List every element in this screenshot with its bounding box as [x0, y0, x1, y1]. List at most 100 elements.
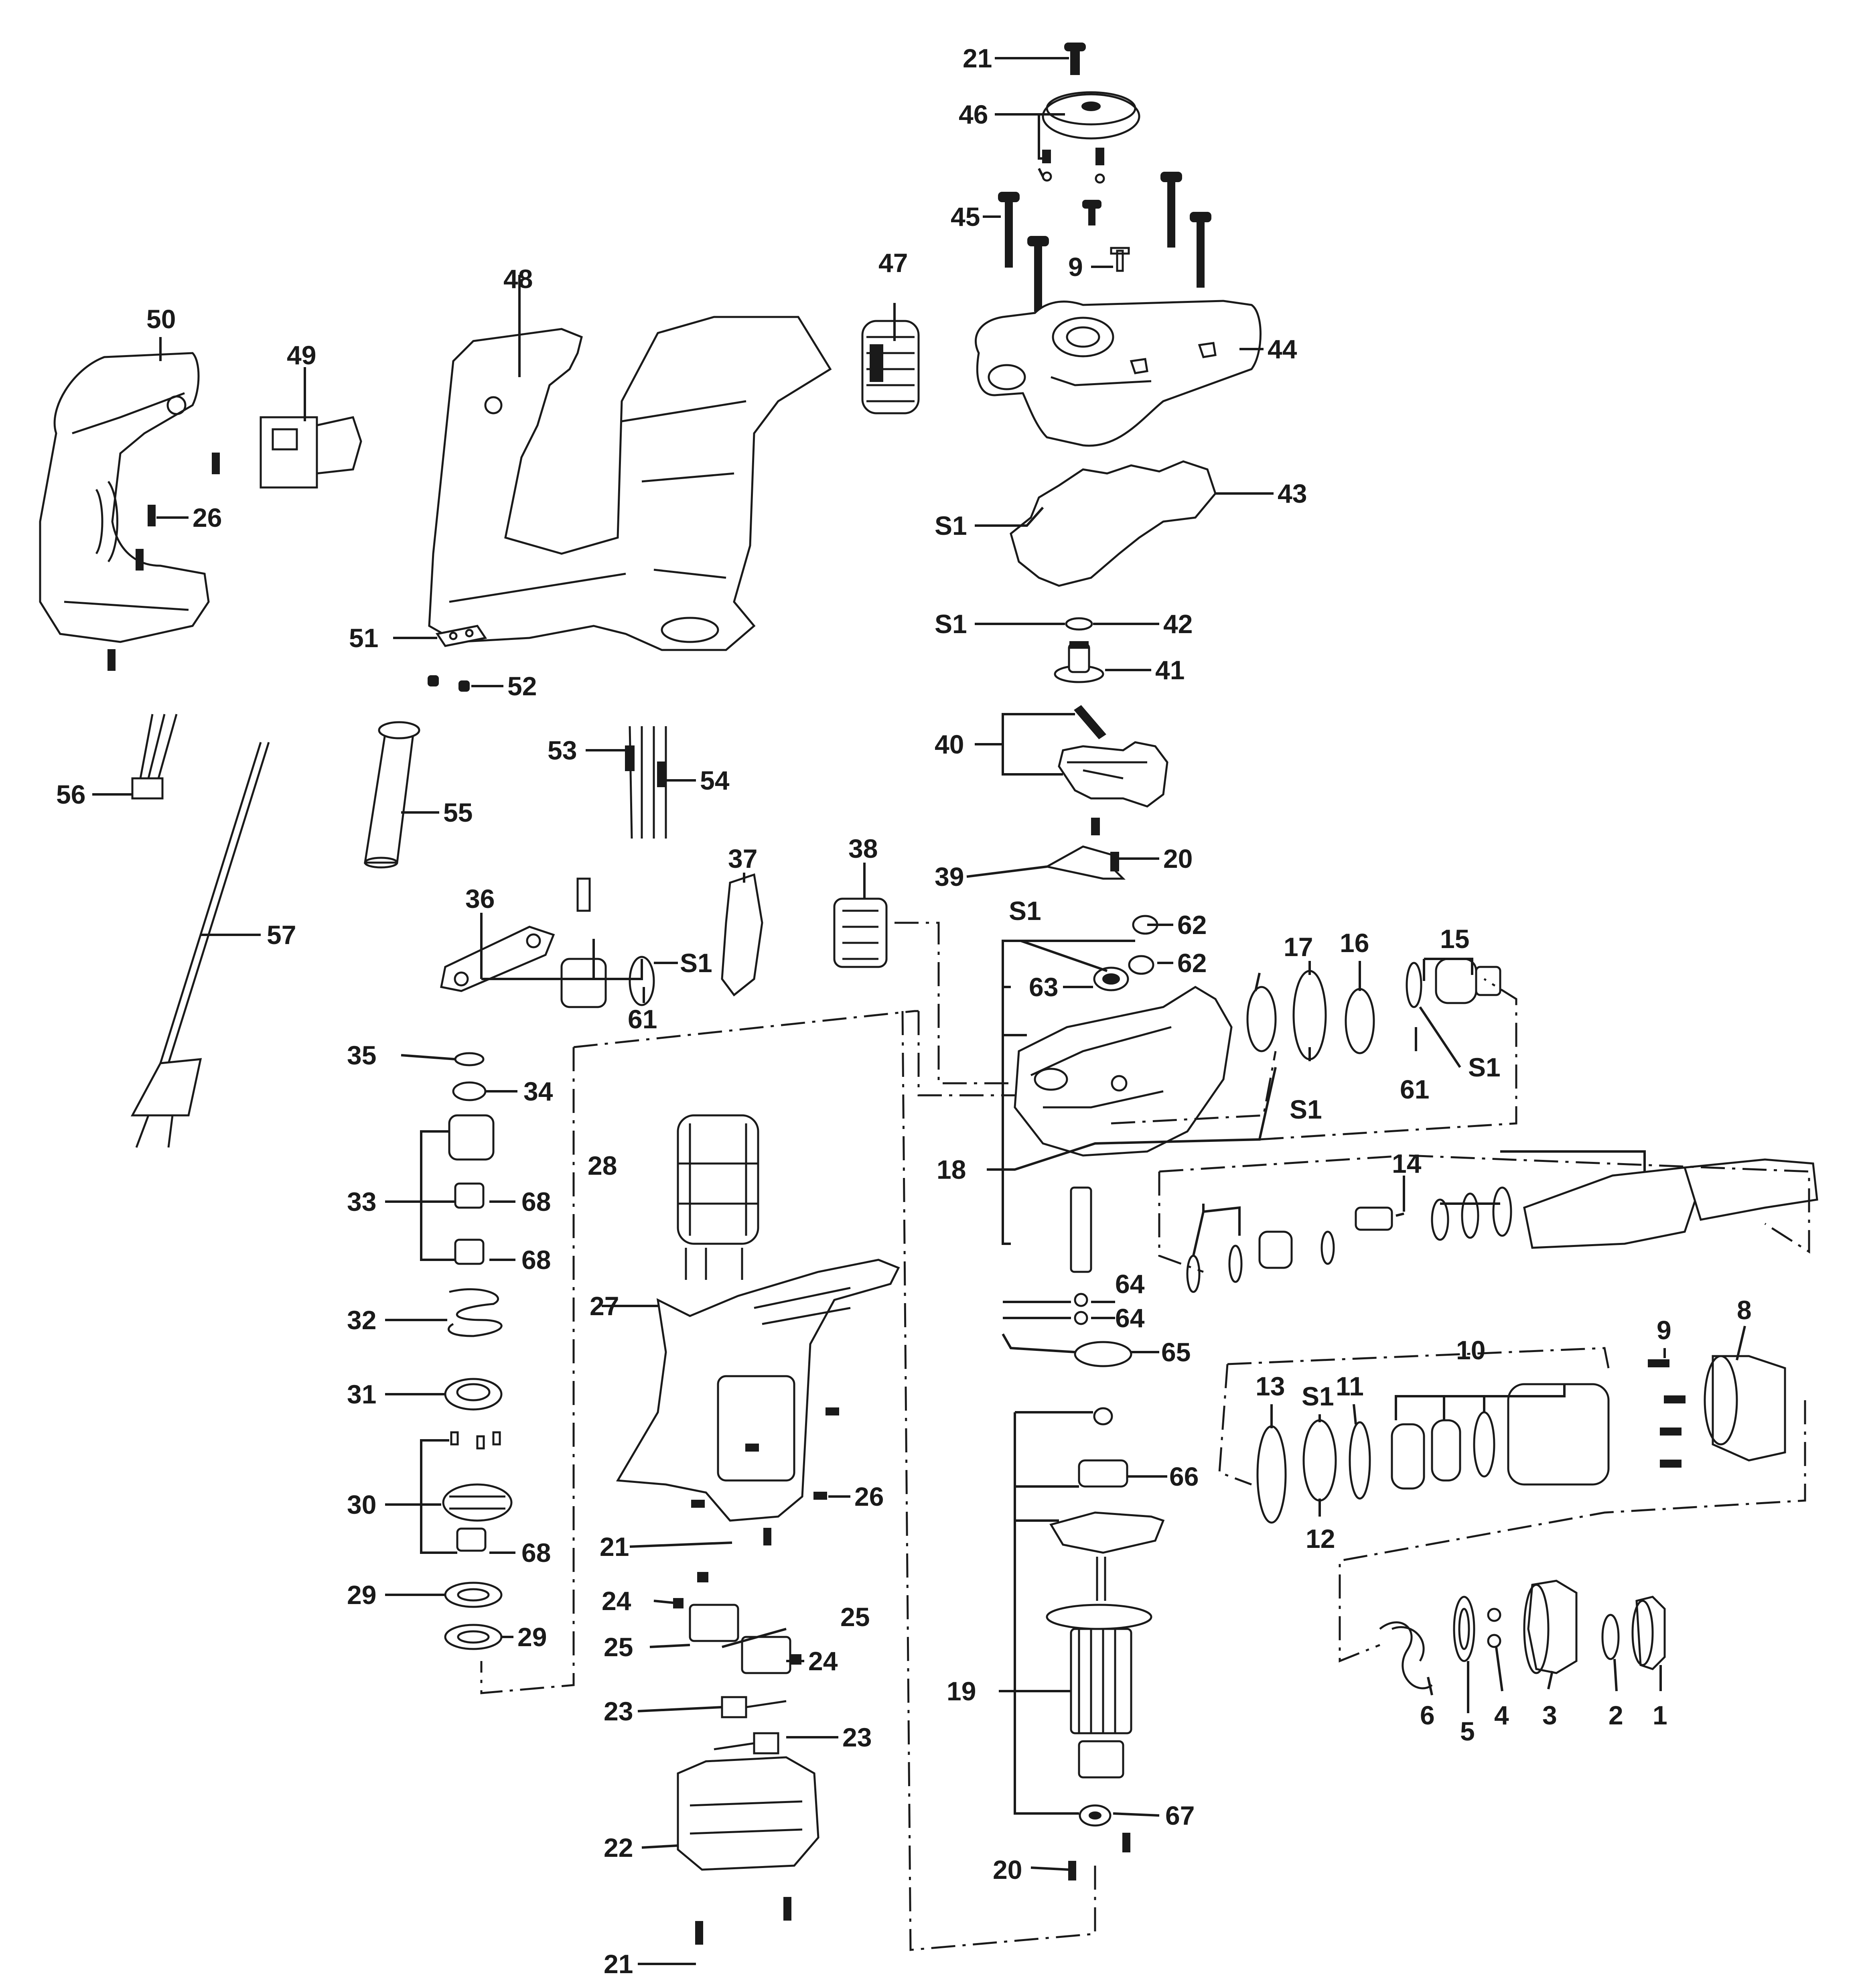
part-18-gear-housing [1014, 986, 1233, 1157]
part-9-screw-top [1110, 247, 1130, 272]
part-21-top-screw [1064, 43, 1086, 75]
part-32-spring [448, 1288, 503, 1337]
label-25: 25 [840, 1602, 870, 1632]
part-38-coupling [833, 898, 888, 968]
part-13-12-11-rings [1256, 1419, 1371, 1524]
leader-lines [92, 57, 1746, 1965]
label-26: 26 [854, 1482, 884, 1511]
label-11: 11 [1336, 1371, 1364, 1401]
part-3-collar [1523, 1580, 1578, 1674]
part-26-screws-top [108, 453, 220, 671]
part-29-washers [444, 1582, 503, 1650]
label-13: 13 [1256, 1371, 1285, 1401]
part-4-balls [1487, 1608, 1501, 1648]
label-18: 18 [937, 1155, 966, 1184]
label-34: 34 [523, 1076, 553, 1106]
label-21: 21 [963, 43, 992, 73]
part-48-housing [428, 316, 832, 651]
label-63: 63 [1029, 972, 1058, 1002]
label-19: 19 [947, 1676, 976, 1706]
part-20-bottom-screws [1068, 1833, 1130, 1880]
part-21-mid-screw [763, 1528, 771, 1545]
part-37-gasket [721, 873, 763, 997]
label-29: 29 [517, 1622, 547, 1652]
part-30-gear [442, 1431, 513, 1552]
label-50: 50 [146, 304, 176, 334]
part-46-cap [1042, 91, 1140, 140]
label-29: 29 [347, 1580, 376, 1610]
part-27-motor-housing [616, 1259, 900, 1522]
group-boundaries [480, 922, 1810, 1951]
part-67-bearing [1079, 1804, 1112, 1827]
label-4: 4 [1494, 1700, 1509, 1730]
part-39-plate [1044, 818, 1126, 880]
label-54: 54 [700, 766, 730, 795]
part-24-screws [673, 1572, 801, 1665]
part-63-bearing [1093, 967, 1129, 991]
label-36: 36 [465, 884, 495, 914]
part-5-washer [1453, 1596, 1475, 1662]
label-41: 41 [1155, 655, 1185, 685]
label-9: 9 [1657, 1315, 1671, 1345]
label-67: 67 [1165, 1801, 1195, 1830]
label-s1: S1 [935, 511, 967, 540]
label-55: 55 [443, 798, 473, 827]
label-25: 25 [604, 1632, 633, 1662]
label-16: 16 [1340, 928, 1369, 958]
label-17: 17 [1284, 932, 1313, 962]
part-57-cord [130, 742, 270, 1148]
label-57: 57 [267, 920, 296, 950]
part-19-armature [1046, 1557, 1152, 1779]
label-24: 24 [602, 1586, 631, 1616]
label-53: 53 [548, 735, 577, 765]
label-51: 51 [349, 623, 378, 653]
label-65: 65 [1161, 1337, 1191, 1367]
label-27: 27 [590, 1291, 619, 1321]
part-61-ring-left [629, 956, 655, 1006]
part-31-bearing [444, 1378, 503, 1411]
label-49: 49 [287, 340, 316, 370]
part-55-sleeve [364, 721, 420, 869]
label-45: 45 [951, 202, 980, 231]
part-6-spring [1379, 1621, 1433, 1689]
part-45-screws [998, 172, 1211, 312]
part-66-bearing-set [1049, 1407, 1165, 1554]
label-24: 24 [808, 1646, 838, 1676]
part-shapes [39, 43, 1818, 1945]
part-1-cap [1631, 1596, 1666, 1670]
label-46: 46 [959, 100, 988, 129]
part-35-clip [454, 1052, 485, 1066]
label-61: 61 [628, 1004, 657, 1034]
label-s1: S1 [1009, 896, 1041, 926]
label-6: 6 [1420, 1700, 1435, 1730]
label-68: 68 [521, 1245, 551, 1275]
label-44: 44 [1268, 334, 1297, 364]
part-49-switch [260, 416, 362, 489]
label-8: 8 [1737, 1295, 1752, 1325]
label-64: 64 [1115, 1303, 1145, 1333]
label-s1: S1 [1290, 1095, 1322, 1124]
label-20: 20 [1163, 844, 1193, 873]
part-64-65-ringlets [1070, 1186, 1132, 1367]
part-8-sleeve [1704, 1355, 1786, 1462]
label-37: 37 [728, 844, 757, 873]
label-52: 52 [507, 671, 537, 701]
label-2: 2 [1609, 1700, 1623, 1730]
part-40-bracket [1058, 705, 1168, 808]
part-53-54-contacts [625, 726, 667, 839]
part-26-screws-lower [691, 1407, 839, 1508]
label-s1: S1 [1302, 1381, 1334, 1411]
part-52-screws [428, 675, 470, 692]
part-56-connector [131, 714, 178, 800]
part-33-assembly [448, 1114, 495, 1265]
label-s1: S1 [935, 609, 967, 639]
label-28: 28 [588, 1151, 617, 1180]
label-14: 14 [1392, 1149, 1422, 1178]
label-62: 62 [1177, 948, 1207, 978]
label-10: 10 [1456, 1335, 1485, 1365]
part-47-block [861, 320, 920, 414]
label-33: 33 [347, 1187, 376, 1216]
part-34-washer [452, 1081, 487, 1101]
label-32: 32 [347, 1305, 376, 1335]
